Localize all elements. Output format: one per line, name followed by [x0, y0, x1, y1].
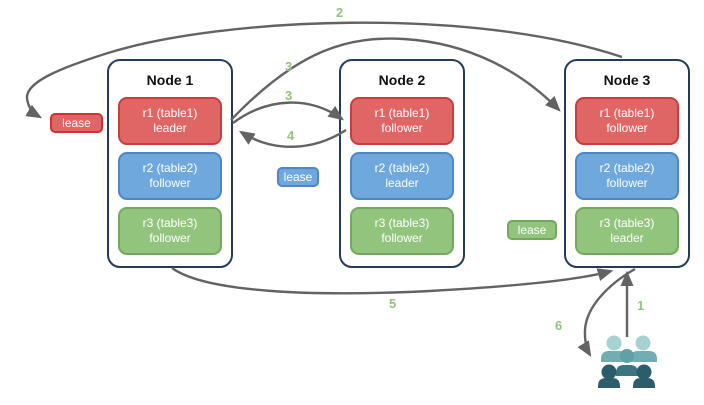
node-2-replica-r1: r1 (table1) follower: [350, 97, 454, 145]
node-3-replica-r1: r1 (table1) follower: [575, 97, 679, 145]
replica-range: r2 (table2): [599, 161, 655, 175]
users-group-icon: [598, 335, 657, 388]
node-3-replica-r2: r2 (table2) follower: [575, 152, 679, 200]
node-1: Node 1 r1 (table1) leader r2 (table2) fo…: [107, 59, 233, 268]
step-label-4: 4: [287, 128, 295, 143]
replica-range: r1 (table1): [142, 106, 198, 120]
replica-range: r2 (table2): [374, 161, 430, 175]
replica-role: leader: [385, 176, 419, 190]
replica-range: r2 (table2): [142, 161, 198, 175]
step-label-3a: 3: [285, 59, 293, 74]
user-body: [616, 365, 638, 376]
user-head: [635, 335, 651, 351]
node-3-replica-r3: r3 (table3) leader: [575, 207, 679, 255]
replica-role: follower: [149, 176, 191, 190]
user-head: [601, 364, 617, 380]
user-head: [606, 335, 622, 351]
node-1-replica-r2: r2 (table2) follower: [118, 152, 222, 200]
user-body: [630, 351, 657, 362]
lease-badge-table1: lease: [50, 113, 103, 133]
replica-role: leader: [610, 231, 644, 245]
user-body: [633, 378, 655, 388]
lease-badge-table2: lease: [277, 167, 319, 187]
replica-range: r1 (table1): [374, 106, 430, 120]
replica-range: r3 (table3): [599, 216, 655, 230]
replica-role: leader: [153, 121, 187, 135]
node-2-replica-r2: r2 (table2) leader: [350, 152, 454, 200]
replica-role: follower: [606, 176, 648, 190]
step-label-3b: 3: [285, 88, 293, 103]
node-2-replica-r3: r3 (table3) follower: [350, 207, 454, 255]
replica-role: follower: [381, 231, 423, 245]
step-label-5: 5: [389, 296, 397, 311]
node-3: Node 3 r1 (table1) follower r2 (table2) …: [564, 59, 690, 268]
node-1-replica-r3: r3 (table3) follower: [118, 207, 222, 255]
user-head: [620, 349, 634, 363]
replica-range: r3 (table3): [142, 216, 198, 230]
lease-badge-table3: lease: [507, 220, 557, 240]
node-1-title: Node 1: [146, 72, 194, 88]
step-label-2: 2: [336, 5, 344, 20]
node-2-title: Node 2: [378, 72, 426, 88]
step-label-1: 1: [637, 298, 645, 313]
step-label-6: 6: [555, 318, 563, 333]
user-head: [636, 364, 652, 380]
replica-range: r3 (table3): [374, 216, 430, 230]
user-body: [598, 378, 620, 388]
arrow-step3-leader-to-node2: [232, 101, 344, 124]
node-2: Node 2 r1 (table1) follower r2 (table2) …: [339, 59, 465, 268]
node-3-title: Node 3: [603, 72, 651, 88]
replica-range: r1 (table1): [599, 106, 655, 120]
node-1-replica-r1: r1 (table1) leader: [118, 97, 222, 145]
arrow-step5-node1-to-node3: [171, 267, 614, 295]
replica-role: follower: [381, 121, 423, 135]
replica-role: follower: [149, 231, 191, 245]
replica-role: follower: [606, 121, 648, 135]
